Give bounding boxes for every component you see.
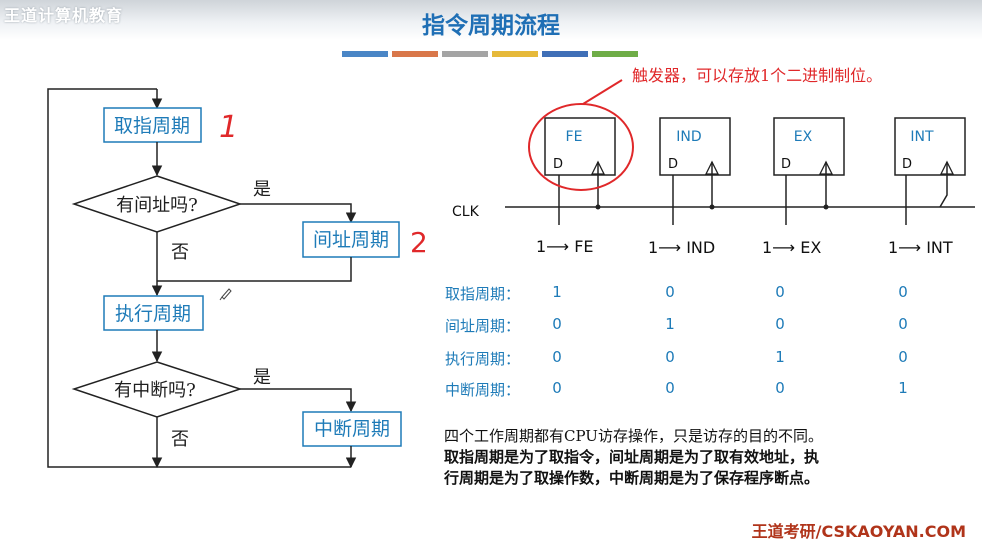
flipflop-ind-name: IND [676, 129, 701, 145]
state-cell-fe: 1 [552, 283, 562, 301]
flipflop-int-clk-tap [939, 162, 948, 208]
execute-label: 执行周期 [115, 303, 191, 325]
state-cell-fe: 0 [552, 379, 562, 397]
color-bar-3 [442, 51, 488, 57]
color-bar-5 [542, 51, 588, 57]
state-cell-int: 1 [898, 379, 908, 397]
flipflop-ex-box [773, 117, 845, 176]
flipflop-fe: FE D [544, 117, 616, 225]
no-label-2: 否 [171, 429, 189, 450]
set-label-ex: 1⟶ EX [762, 238, 821, 257]
flipflop-ex-d: D [781, 157, 791, 172]
state-row-label: 执行周期： [445, 350, 521, 368]
indirect-label: 间址周期 [313, 229, 389, 251]
footer-brand: 王道考研/CSKAOYAN.COM [751, 522, 966, 541]
flipflop-int-d: D [902, 157, 912, 172]
flipflop-ind-d: D [668, 157, 678, 172]
flipflop-ind: IND D [659, 117, 731, 225]
set-label-fe: 1⟶ FE [536, 237, 594, 256]
clk-label: CLK [452, 204, 480, 220]
state-cell-fe: 0 [552, 315, 562, 333]
flipflop-fe-clk-node [595, 204, 601, 210]
state-cell-fe: 0 [552, 348, 562, 366]
state-cell-ind: 1 [665, 315, 675, 333]
state-cell-ind: 0 [665, 348, 675, 366]
description-line-1: 四个工作周期都有CPU访存操作，只是访存的目的不同。 [444, 427, 823, 445]
flipflop-ind-box [659, 117, 731, 176]
flipflop-int: INT D [894, 117, 966, 225]
interrupt-label: 中断周期 [314, 418, 390, 440]
indirect-return-line [157, 257, 352, 282]
yes-label-1: 是 [253, 179, 271, 200]
flipflop-int-box [894, 117, 966, 176]
state-cell-int: 0 [898, 315, 908, 333]
yes-label-2: 是 [253, 367, 271, 388]
flowchart [47, 88, 402, 469]
flipflop-ex-name: EX [794, 129, 813, 145]
arrow-yes-to-interrupt [240, 388, 357, 413]
state-row-label: 间址周期： [445, 317, 521, 335]
flipflop-ex: EX D [773, 117, 845, 225]
color-bar-4 [492, 51, 538, 57]
pen-cursor-icon [219, 288, 232, 301]
set-label-ind: 1⟶ IND [648, 238, 715, 257]
color-bar-2 [392, 51, 438, 57]
flipflop-ex-clk-node [823, 204, 829, 210]
flipflop-fe-name: FE [566, 129, 583, 145]
state-cell-int: 0 [898, 348, 908, 366]
loop-back-line [47, 88, 157, 468]
annotation-one: 1 [219, 110, 238, 145]
no-label-1: 否 [171, 242, 189, 263]
state-row-label: 中断周期： [445, 381, 521, 399]
state-cell-ex: 1 [775, 348, 785, 366]
description-line-3: 行周期是为了取操作数，中断周期是为了保存程序断点。 [444, 469, 820, 487]
state-cell-ind: 0 [665, 379, 675, 397]
execute-box [103, 295, 204, 331]
interrupt-box [302, 411, 402, 447]
state-cell-ex: 0 [775, 283, 785, 301]
set-label-int: 1⟶ INT [888, 238, 953, 257]
fetch-label: 取指周期 [114, 115, 190, 137]
brand-logo: 王道计算机教育 [4, 6, 124, 25]
fetch-box [103, 107, 202, 143]
flipflop-ind-clk-node [709, 204, 715, 210]
page-title: 指令周期流程 [422, 13, 560, 39]
arrow-yes-to-indirect [240, 203, 357, 224]
color-bar-1 [342, 51, 388, 57]
description-line-2: 取指周期是为了取指令，间址周期是为了取有效地址，执 [444, 448, 820, 466]
title-bar [0, 0, 982, 40]
state-cell-ex: 0 [775, 315, 785, 333]
state-cell-int: 0 [898, 283, 908, 301]
state-cell-ex: 0 [775, 379, 785, 397]
decision-indirect-label: 有间址吗? [116, 195, 198, 216]
title-color-bars [342, 51, 638, 57]
callout-line [582, 79, 623, 105]
decision-interrupt-label: 有中断吗? [114, 380, 196, 401]
flipflop-int-name: INT [910, 129, 934, 145]
flipflop-fe-d: D [553, 157, 563, 172]
state-cell-ind: 0 [665, 283, 675, 301]
flipflop-fe-box [544, 117, 616, 176]
description: 四个工作周期都有CPU访存操作，只是访存的目的不同。 取指周期是为了取指令，间址… [444, 426, 944, 489]
callout-circle [528, 103, 634, 191]
callout-text: 触发器，可以存放1个二进制制位。 [632, 66, 882, 85]
color-bar-6 [592, 51, 638, 57]
annotation-two: 2 [410, 226, 428, 259]
state-row-label: 取指周期： [445, 285, 521, 303]
